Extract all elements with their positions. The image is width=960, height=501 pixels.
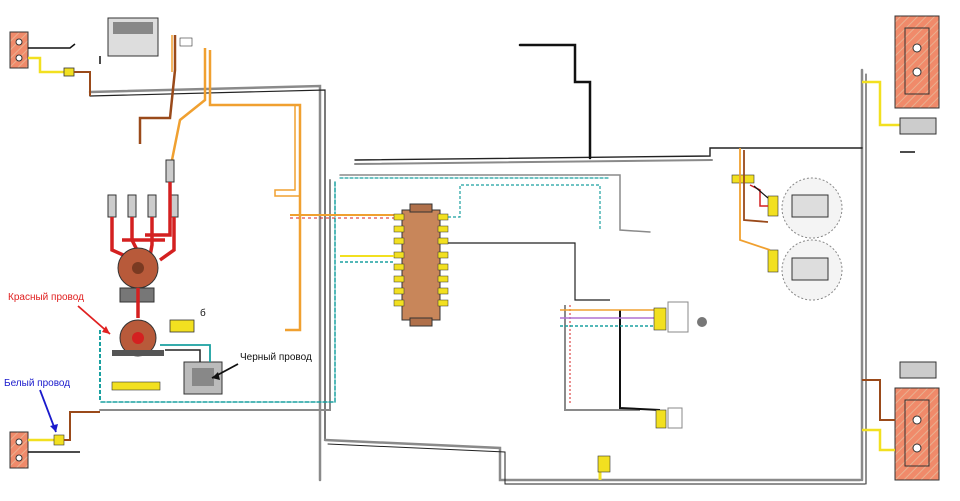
battery xyxy=(99,17,193,64)
rear-left-lamp xyxy=(9,411,100,469)
coil-wires xyxy=(138,35,400,332)
right-rear-lamp xyxy=(862,361,940,481)
distributor xyxy=(110,182,176,318)
red-wire-label: Красный провод xyxy=(8,292,84,303)
white-wire-label: Белый провод xyxy=(4,378,70,389)
black-wire-label: Черный провод xyxy=(240,352,312,363)
right-front-lamp xyxy=(862,15,940,153)
main-harness xyxy=(88,43,867,485)
annotation-arrows xyxy=(39,305,239,433)
instrument-gauges xyxy=(731,148,843,301)
ignition-coil xyxy=(99,319,164,400)
front-left-lamp xyxy=(9,31,91,96)
middle-wires xyxy=(560,301,707,480)
spark-plugs xyxy=(107,159,179,218)
connector-label: б xyxy=(200,307,206,319)
fuse-box xyxy=(340,184,610,327)
